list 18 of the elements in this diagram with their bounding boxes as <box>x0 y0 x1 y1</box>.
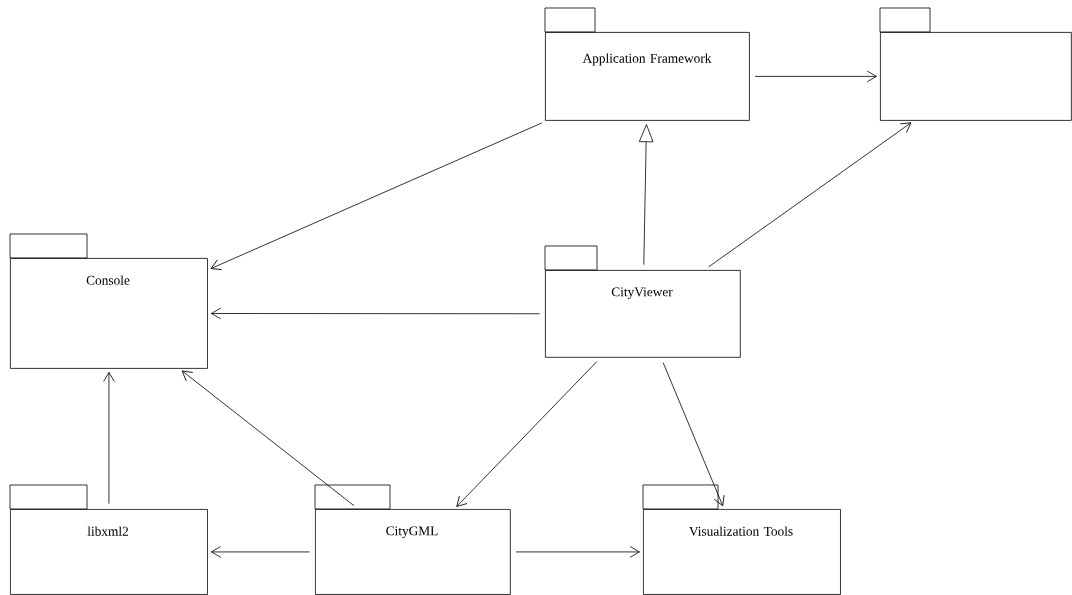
arrow <box>210 122 543 271</box>
arrow <box>210 546 311 558</box>
package-box: Console <box>9 233 208 369</box>
arrow <box>181 370 355 507</box>
package-box <box>879 7 1072 121</box>
arrow <box>103 371 115 505</box>
arrow <box>754 70 877 83</box>
package-box: CityGML <box>314 484 511 595</box>
package-box: Application Framework <box>544 7 750 121</box>
arrow <box>515 546 640 558</box>
arrow <box>210 307 541 320</box>
package-box: Visualization Tools <box>642 484 841 595</box>
arrow <box>456 361 598 507</box>
arrow <box>662 362 725 507</box>
package-box: libxml2 <box>9 484 208 595</box>
arrow <box>638 124 654 266</box>
package-box: CityViewer <box>544 245 741 358</box>
arrow <box>708 122 912 268</box>
